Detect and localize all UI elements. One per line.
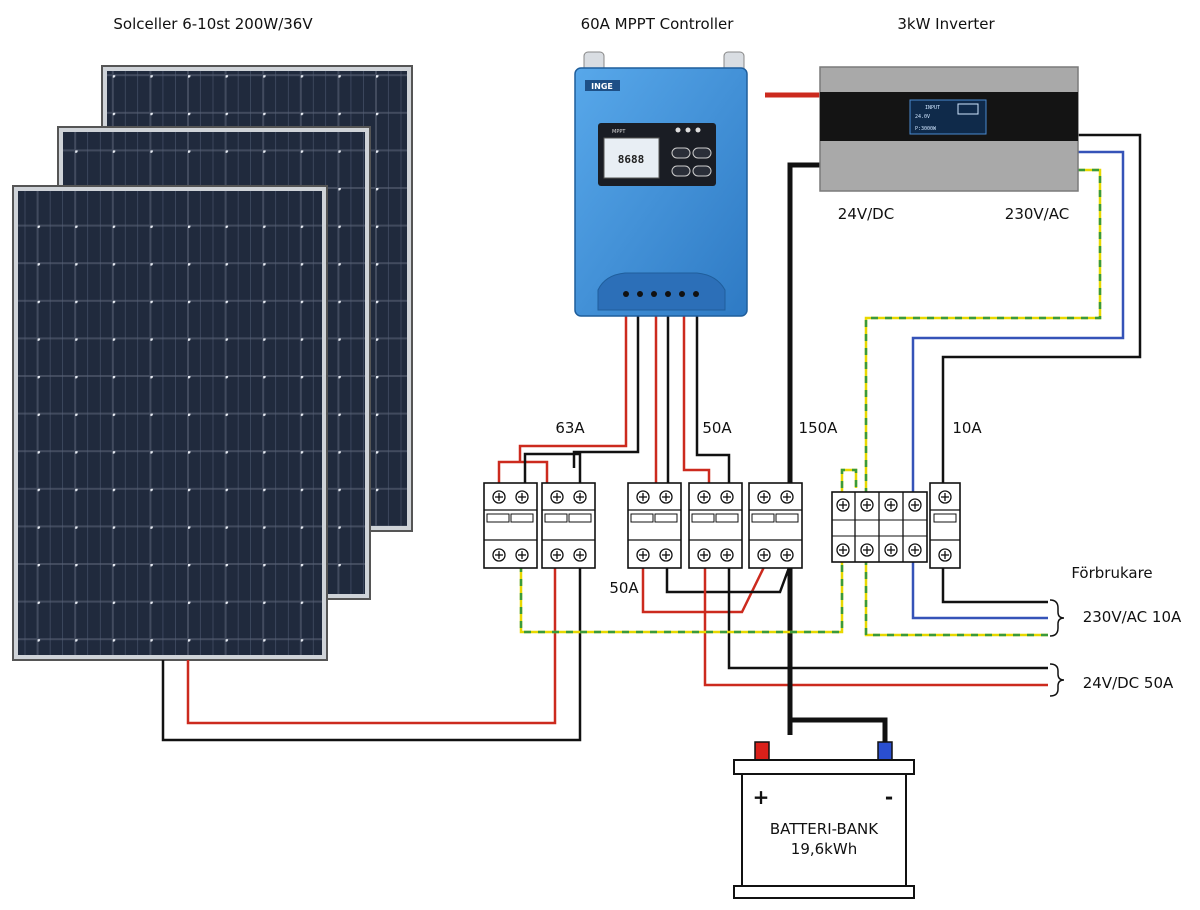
wire-ac-live-out (941, 565, 1048, 604)
inverter-battery-icon (957, 103, 979, 115)
controller-terminal-cover (597, 272, 726, 311)
battery-title: BATTERI-BANK (770, 820, 879, 838)
label-ac-output: 230V/AC 10A (1083, 608, 1182, 626)
inverter-display-line-1: INPUT (925, 105, 940, 111)
label-breaker-63a: 63A (555, 419, 585, 437)
wire-ac-live (941, 133, 1142, 488)
inverter-display (909, 99, 987, 135)
controller-led-1 (675, 127, 681, 133)
wire-dc-load-positive (703, 565, 1048, 687)
inverter-display-line-2: 24.0V (915, 114, 930, 120)
controller-terminal-6 (693, 291, 699, 297)
mppt-controller: INGE MPPT 8688 (574, 51, 748, 317)
wire-bottom-red-link (641, 564, 767, 614)
breaker-pv-right (541, 482, 596, 569)
wire-pv-bridge-red (497, 460, 549, 488)
controller-button-3 (671, 165, 691, 177)
controller-terminal-4 (665, 291, 671, 297)
battery-plus-sign: + (753, 785, 770, 809)
wire-ac-earth-green (864, 168, 1102, 637)
controller-led-3 (695, 127, 701, 133)
controller-terminal-1 (623, 291, 629, 297)
label-inverter-dc: 24V/DC (838, 205, 894, 223)
breaker-ac-10a (929, 482, 961, 569)
controller-brand: INGE (591, 82, 613, 91)
battery-terminal-negative (877, 741, 893, 761)
controller-mppt-label: MPPT (612, 129, 626, 135)
label-dc-output: 24V/DC 50A (1083, 674, 1174, 692)
label-breaker-50a-top: 50A (702, 419, 732, 437)
battery-capacity: 19,6kWh (791, 840, 857, 858)
battery-body (741, 773, 907, 887)
terminal-block (831, 491, 928, 563)
wire-dc-load-negative (727, 565, 1048, 670)
label-controller: 60A MPPT Controller (581, 15, 735, 33)
label-inverter: 3kW Inverter (897, 15, 995, 33)
wire-pv-negative-ctrl (572, 316, 640, 468)
label-breaker-50a-bottom: 50A (609, 579, 639, 597)
label-breaker-10a: 10A (952, 419, 982, 437)
battery-base (733, 885, 915, 899)
controller-button-1 (671, 147, 691, 159)
label-consumers: Förbrukare (1071, 564, 1152, 582)
wire-panel-negative (161, 565, 582, 742)
inverter-display-line-3: P:3000W (915, 126, 937, 132)
battery-lid (733, 759, 915, 775)
wire-panel-positive (186, 565, 557, 725)
breaker-battery-50a (627, 482, 682, 569)
label-solar-panels: Solceller 6-10st 200W/36V (113, 15, 313, 33)
brace-ac-output (1049, 599, 1065, 637)
label-inverter-ac: 230V/AC (1005, 205, 1069, 223)
wire-ctrl-load-positive (682, 316, 711, 488)
solar-panel-array (12, 65, 413, 661)
wiring (161, 92, 1142, 742)
wire-ac-earth-yellow (864, 168, 1102, 637)
solar-panel-front (12, 185, 328, 661)
wire-inverter-negative (790, 717, 888, 742)
wire-battery-negative (787, 162, 820, 735)
breaker-inverter-150a (748, 482, 803, 569)
battery-terminal-positive (754, 741, 770, 761)
controller-button-4 (692, 165, 712, 177)
controller-brand-plate (585, 80, 620, 91)
wire-ctrl-load-negative (695, 316, 731, 488)
wire-ac-neutral (911, 150, 1125, 620)
controller-terminal-2 (637, 291, 643, 297)
brace-dc-output (1049, 663, 1065, 697)
battery-minus-sign: - (885, 785, 893, 809)
breaker-load-50a (688, 482, 743, 569)
controller-lcd-value: 8688 (618, 153, 645, 166)
battery-bank: + - BATTERI-BANK 19,6kWh (733, 741, 915, 899)
wire-bottom-black-link (665, 564, 792, 594)
controller-lcd (603, 137, 660, 179)
controller-led-2 (685, 127, 691, 133)
controller-terminal-3 (651, 291, 657, 297)
wire-pv-positive-ctrl (518, 316, 628, 462)
controller-terminal-5 (679, 291, 685, 297)
inverter: INPUT 24.0V P:3000W (819, 66, 1079, 192)
label-breaker-150a: 150A (799, 419, 839, 437)
controller-button-2 (692, 147, 712, 159)
breaker-pv-left (483, 482, 538, 569)
wire-pv-bridge-black (523, 452, 582, 488)
